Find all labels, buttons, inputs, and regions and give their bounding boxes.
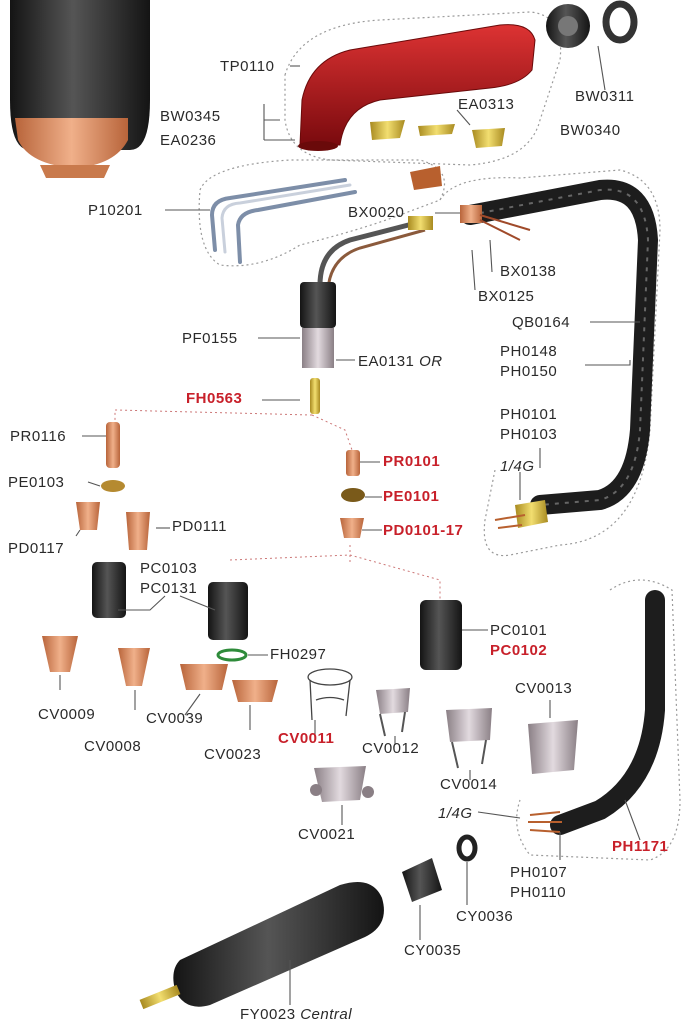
brass-inserts-icon [370,120,505,148]
p10201-tubes-icon [209,178,357,264]
label-ea0131: EA0131 OR [358,353,443,371]
label-pd0101-17: PD0101-17 [383,522,464,539]
fy0023-central: Central [300,1006,353,1023]
label-tp0110: TP0110 [220,58,275,75]
label-bx0125: BX0125 [478,288,535,305]
label-cv0011: CV0011 [278,730,335,747]
label-pc0101: PC0101 [490,622,548,639]
nozzle-tip-icon [10,0,150,178]
label-ph0103: PH0103 [500,426,558,443]
label-bw0311: BW0311 [575,88,635,105]
label-pc0102: PC0102 [490,642,548,659]
label-fh0563: FH0563 [186,390,243,407]
bx0020-cable-assembly-icon [317,216,433,291]
label-cv0012: CV0012 [362,740,420,757]
label-pd0117: PD0117 [8,540,65,557]
shield-cups-icon [42,636,278,702]
label-cv0021: CV0021 [298,826,356,843]
label-pe0101: PE0101 [383,488,440,505]
torch-handle-icon [298,24,536,151]
label-bx0020: BX0020 [348,204,405,221]
label-cv0014: CV0014 [440,776,498,793]
label-pc0103: PC0103 [140,560,198,577]
label-ea0236: EA0236 [160,132,217,149]
label-ph0107: PH0107 [510,864,568,881]
label-cv0023: CV0023 [204,746,262,763]
leader-lines [59,45,641,1005]
label-pc0131: PC0131 [140,580,198,597]
bw0311-rings-icon [546,0,638,48]
label-cv0008: CV0008 [84,738,142,755]
label-ph0101: PH0101 [500,406,558,423]
label-bw0340: BW0340 [560,122,621,139]
label-ph0110: PH0110 [510,884,567,901]
label-pd0111: PD0111 [172,518,227,535]
label-cy0036: CY0036 [456,908,514,925]
ph1171-hose-icon [528,590,665,835]
label-bw0345: BW0345 [160,108,221,125]
label-ea0313: EA0313 [458,96,515,113]
label-size-14g-top: 1/4G [500,458,535,475]
label-p10201: P10201 [88,202,143,219]
label-pr0116: PR0116 [10,428,67,445]
label-bx0138: BX0138 [500,263,557,280]
ea0131-or: OR [419,353,443,370]
label-qb0164: QB0164 [512,314,571,331]
right-consumables-icon [340,450,462,670]
qb0164-hose-icon [460,179,659,529]
cv0011-standoff-icon [307,668,353,721]
pf0155-head-icon [300,282,336,414]
label-cv0039: CV0039 [146,710,204,727]
fy0023-code: FY0023 [240,1006,296,1023]
standoff-guides-icon [310,688,578,802]
label-ph0150: PH0150 [500,363,558,380]
label-pr0101: PR0101 [383,453,441,470]
label-cv0013: CV0013 [515,680,573,697]
cy-connectors-icon [402,834,478,902]
label-cv0009: CV0009 [38,706,96,723]
ea0131-code: EA0131 [358,353,415,370]
label-cy0035: CY0035 [404,942,462,959]
left-consumables-icon [76,422,248,662]
label-fy0023: FY0023 Central [240,1006,352,1024]
explode-lines [114,409,441,600]
label-pe0103: PE0103 [8,474,65,491]
label-ph0148: PH0148 [500,343,558,360]
label-pf0155: PF0155 [182,330,238,347]
label-fh0297: FH0297 [270,646,327,663]
label-ph1171: PH1171 [612,838,669,855]
label-size-14g-bottom: 1/4G [438,805,473,822]
copper-fitting-icon [410,166,442,190]
fy0023-handle-icon [139,881,384,1010]
